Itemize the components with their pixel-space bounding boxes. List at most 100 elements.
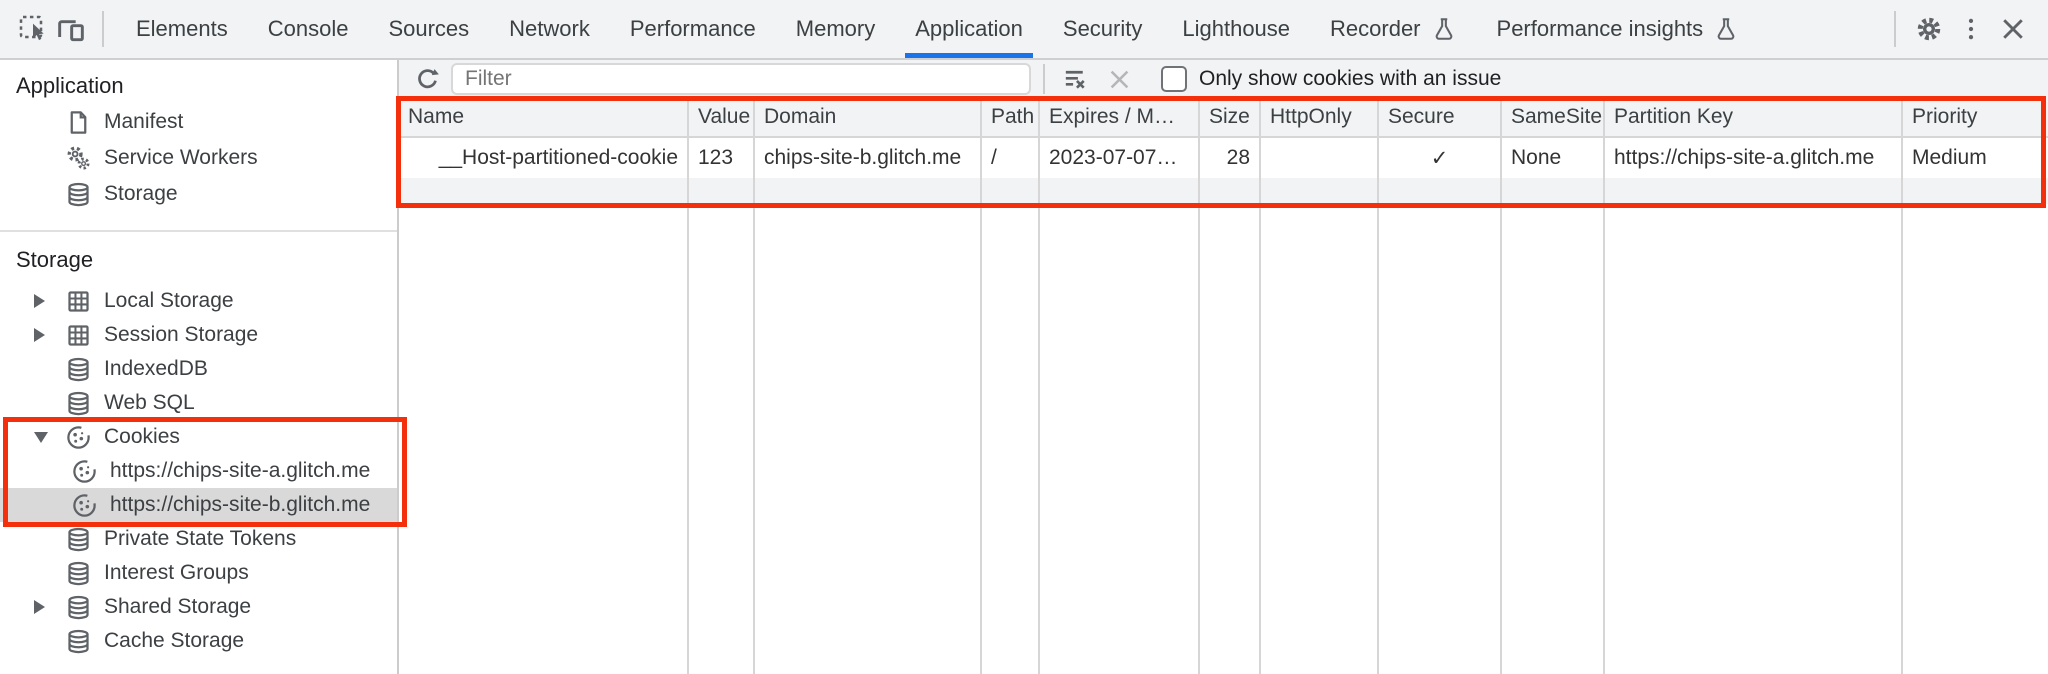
column-header-domain[interactable]: Domain (755, 98, 982, 138)
column-header-httponly[interactable]: HttpOnly (1261, 98, 1379, 138)
tab-lighthouse[interactable]: Lighthouse (1182, 16, 1291, 41)
sidebar-section-storage: Storage (16, 247, 94, 272)
sidebar-item-manifest[interactable]: Manifest (0, 104, 397, 140)
cookie-cell-value[interactable]: 123 (689, 138, 755, 178)
tab-recorder[interactable]: Recorder (1310, 0, 1476, 58)
database-icon (64, 628, 92, 655)
sidebar-item-cookies-chips-site-a[interactable]: https://chips-site-a.glitch.me (0, 454, 397, 488)
column-header-secure[interactable]: Secure (1379, 98, 1502, 138)
database-icon (64, 356, 92, 383)
document-icon (64, 109, 92, 136)
divider (102, 11, 104, 47)
tab-network[interactable]: Network (509, 16, 590, 41)
cookies-toolbar: Only show cookies with an issue (399, 60, 2048, 98)
tab-performance-insights[interactable]: Performance insights (1477, 0, 1760, 58)
sidebar-item-service-workers[interactable]: Service Workers (0, 140, 397, 176)
more-kebab-icon[interactable] (1950, 7, 1992, 51)
tab-memory[interactable]: Memory (795, 16, 876, 41)
column-header-size[interactable]: Size (1200, 98, 1261, 138)
sidebar-item-local-storage[interactable]: Local Storage (0, 284, 397, 318)
sidebar-item-web-sql[interactable]: Web SQL (0, 386, 397, 420)
chevron-down-icon[interactable] (34, 431, 48, 443)
column-header-value[interactable]: Value (689, 98, 755, 138)
sidebar-item-cookies-chips-site-b[interactable]: https://chips-site-b.glitch.me (0, 488, 397, 522)
cookie-cell-domain[interactable]: chips-site-b.glitch.me (755, 138, 982, 178)
tab-console[interactable]: Console (267, 16, 349, 41)
experiment-flask-icon (1713, 16, 1739, 42)
inspect-icon[interactable] (14, 7, 52, 51)
sidebar-item-label: Web SQL (104, 391, 195, 414)
column-header-path[interactable]: Path (982, 98, 1040, 138)
sidebar-item-label: Shared Storage (104, 595, 252, 618)
cookies-table: Name Value Domain Path Expires / M… Size… (399, 98, 2048, 674)
cookie-cell-size[interactable]: 28 (1200, 138, 1261, 178)
cookie-cell-path[interactable]: / (982, 138, 1040, 178)
tab-security[interactable]: Security (1062, 16, 1143, 41)
cookie-cell-name[interactable]: __Host-partitioned-cookie (399, 138, 689, 178)
panel-tabs: Elements Console Sources Network Perform… (116, 0, 1759, 58)
tab-elements[interactable]: Elements (136, 16, 228, 41)
column-header-name[interactable]: Name (399, 98, 689, 138)
empty-row-cell (1502, 178, 1605, 204)
cookie-cell-partition-key[interactable]: https://chips-site-a.glitch.me (1605, 138, 1903, 178)
column-header-priority[interactable]: Priority (1903, 98, 2048, 138)
column-header-samesite[interactable]: SameSite (1502, 98, 1605, 138)
toggle-device-toolbar-icon[interactable] (52, 7, 90, 51)
cookie-cell-secure[interactable]: ✓ (1379, 138, 1502, 178)
table-icon (64, 288, 92, 315)
sidebar-item-label: Service Workers (104, 146, 258, 169)
divider (1894, 11, 1896, 47)
table-filler-cell (689, 204, 755, 674)
tabbar-right-controls (1882, 7, 2034, 51)
settings-gear-icon[interactable] (1908, 7, 1950, 51)
application-sidebar: Application Manifest Service Workers Sto… (0, 60, 399, 674)
chevron-right-icon[interactable] (34, 294, 45, 308)
sidebar-item-label: https://chips-site-b.glitch.me (110, 493, 371, 516)
sidebar-item-shared-storage[interactable]: Shared Storage (0, 590, 397, 624)
sidebar-item-label: Local Storage (104, 289, 234, 312)
clear-filter-icon[interactable] (1057, 61, 1093, 97)
database-icon (64, 526, 92, 553)
chevron-right-icon[interactable] (34, 600, 45, 614)
cookie-cell-samesite[interactable]: None (1502, 138, 1605, 178)
sidebar-item-indexeddb[interactable]: IndexedDB (0, 352, 397, 386)
sidebar-item-private-state-tokens[interactable]: Private State Tokens (0, 522, 397, 556)
sidebar-item-interest-groups[interactable]: Interest Groups (0, 556, 397, 590)
only-issues-label[interactable]: Only show cookies with an issue (1199, 67, 1502, 90)
cookie-cell-priority[interactable]: Medium (1903, 138, 2048, 178)
cookies-panel: Only show cookies with an issue Name Val… (399, 60, 2048, 674)
table-filler-cell (1903, 204, 2048, 674)
sidebar-item-cache-storage[interactable]: Cache Storage (0, 624, 397, 658)
column-header-expires[interactable]: Expires / M… (1040, 98, 1200, 138)
cookie-icon (70, 492, 98, 519)
sidebar-item-label: https://chips-site-a.glitch.me (110, 459, 371, 482)
empty-row-cell (982, 178, 1040, 204)
tab-application[interactable]: Application (895, 0, 1043, 58)
sidebar-item-storage[interactable]: Storage (0, 176, 397, 212)
refresh-icon[interactable] (409, 61, 445, 97)
column-header-partition-key[interactable]: Partition Key (1605, 98, 1903, 138)
database-icon (64, 181, 92, 208)
empty-row-cell (1379, 178, 1502, 204)
sidebar-item-session-storage[interactable]: Session Storage (0, 318, 397, 352)
cookie-cell-httponly[interactable] (1261, 138, 1379, 178)
sidebar-item-cookies[interactable]: Cookies (0, 420, 397, 454)
tab-performance[interactable]: Performance (629, 16, 756, 41)
empty-row-cell (1040, 178, 1200, 204)
filter-input[interactable] (451, 63, 1031, 95)
devtools-tab-bar: Elements Console Sources Network Perform… (0, 0, 2048, 60)
chevron-right-icon[interactable] (34, 328, 45, 342)
table-filler-cell (1605, 204, 1903, 674)
cookie-icon (70, 458, 98, 485)
table-filler-cell (1502, 204, 1605, 674)
tab-sources[interactable]: Sources (388, 16, 470, 41)
sidebar-section-application: Application (16, 73, 124, 98)
close-icon[interactable] (1992, 7, 2034, 51)
sidebar-item-label: Manifest (104, 110, 184, 133)
table-filler-cell (1379, 204, 1502, 674)
sidebar-item-label: Cache Storage (104, 629, 245, 652)
table-filler-cell (1040, 204, 1200, 674)
only-issues-checkbox[interactable] (1161, 66, 1187, 92)
cookie-cell-expires[interactable]: 2023-07-07… (1040, 138, 1200, 178)
sidebar-item-label: Storage (104, 182, 178, 205)
